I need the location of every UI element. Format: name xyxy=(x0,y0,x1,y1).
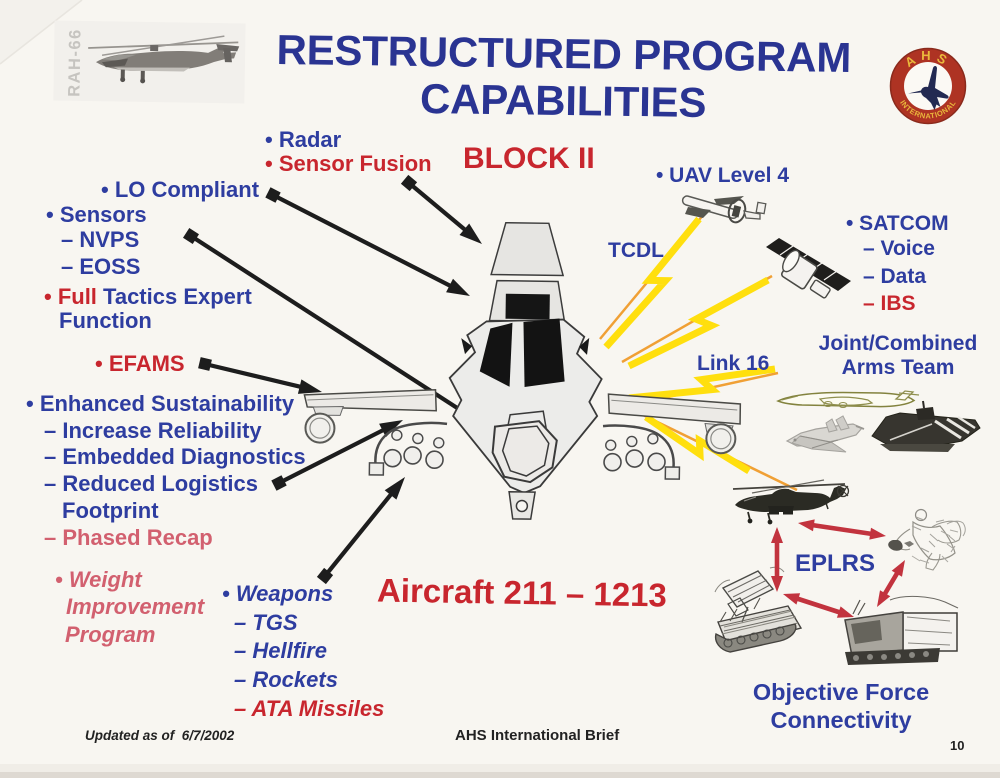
svg-text:RAH-66: RAH-66 xyxy=(65,28,84,97)
